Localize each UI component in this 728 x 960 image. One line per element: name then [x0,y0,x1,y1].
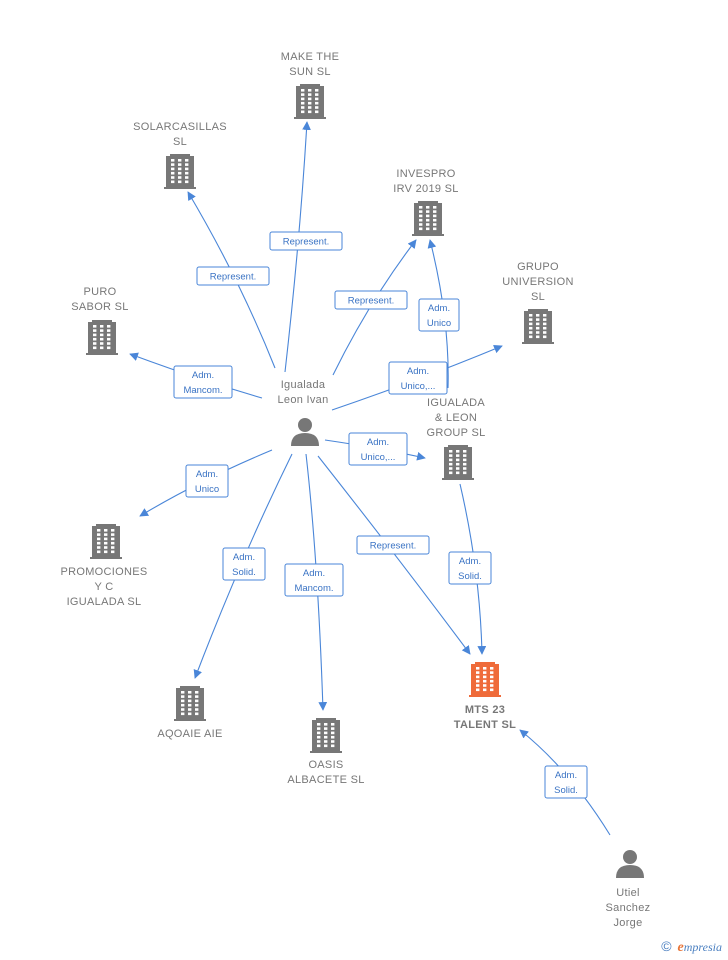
edge-label-text: Represent. [348,296,394,307]
edge-label-text: Adm. [555,770,577,781]
edge-label[interactable]: Represent. [356,535,430,555]
brand-initial: e [677,940,684,955]
building-icon[interactable] [522,309,554,344]
person-icon[interactable] [291,418,319,446]
edge-igualada-leon-ivan-to-mts23 [317,455,471,655]
edge-label[interactable]: Represent. [334,290,408,310]
edge-label[interactable]: Adm. Unico [418,298,460,332]
edge-label-text: Unico [427,318,451,329]
edge-label-text: Mancom. [294,583,333,594]
edge-labels-layer: Represent.Represent.Represent.Adm.UnicoA… [173,231,588,799]
brand-name: mpresia [683,940,722,954]
edge-label-text: Unico,... [401,381,436,392]
edge-label-text: Solid. [232,567,256,578]
node-label[interactable]: AQOAIE AIE [157,728,222,740]
building-icon[interactable] [174,686,206,721]
building-icon[interactable] [412,201,444,236]
edge-label-text: Adm. [196,469,218,480]
edge-label-text: Represent. [210,272,256,283]
edge-label-text: Adm. [407,366,429,377]
edge-label-text: Adm. [303,568,325,579]
edge-label[interactable]: Represent. [269,231,343,251]
edge-label-text: Adm. [233,552,255,563]
edge-label-text: Adm. [459,556,481,567]
edge-label[interactable]: Adm. Mancom. [284,563,344,597]
edge-label-text: Unico,... [361,452,396,463]
edge-label-text: Unico [195,484,219,495]
node-aqoaie[interactable]: AQOAIE AIE [157,686,222,740]
edge-label[interactable]: Adm. Solid. [448,551,492,585]
edge-label[interactable]: Adm. Mancom. [173,365,233,399]
edge-label-text: Mancom. [183,385,222,396]
footer-brand[interactable]: © empresia [661,938,722,956]
edge-label[interactable]: Adm. Solid. [544,765,588,799]
edge-arrow [317,455,471,655]
edge-label[interactable]: Adm. Unico,... [348,432,408,466]
edge-label-text: Solid. [554,785,578,796]
edge-label[interactable]: Adm. Solid. [222,547,266,581]
building-icon[interactable] [294,84,326,119]
edge-label-text: Represent. [283,237,329,248]
edge-label-text: Adm. [367,437,389,448]
edge-label-text: Represent. [370,541,416,552]
building-icon[interactable] [86,320,118,355]
edge-label-text: Adm. [428,303,450,314]
building-icon[interactable] [164,154,196,189]
building-icon[interactable] [469,662,501,697]
edge-label-text: Adm. [192,370,214,381]
edge-label[interactable]: Adm. Unico [185,464,229,498]
building-icon[interactable] [90,524,122,559]
edge-label[interactable]: Adm. Unico,... [388,361,448,395]
building-icon[interactable] [442,445,474,480]
edge-label-text: Solid. [458,571,482,582]
edge-label[interactable]: Represent. [196,266,270,286]
building-icon[interactable] [310,718,342,753]
copyright-icon: © [661,938,672,954]
person-icon[interactable] [616,850,644,878]
